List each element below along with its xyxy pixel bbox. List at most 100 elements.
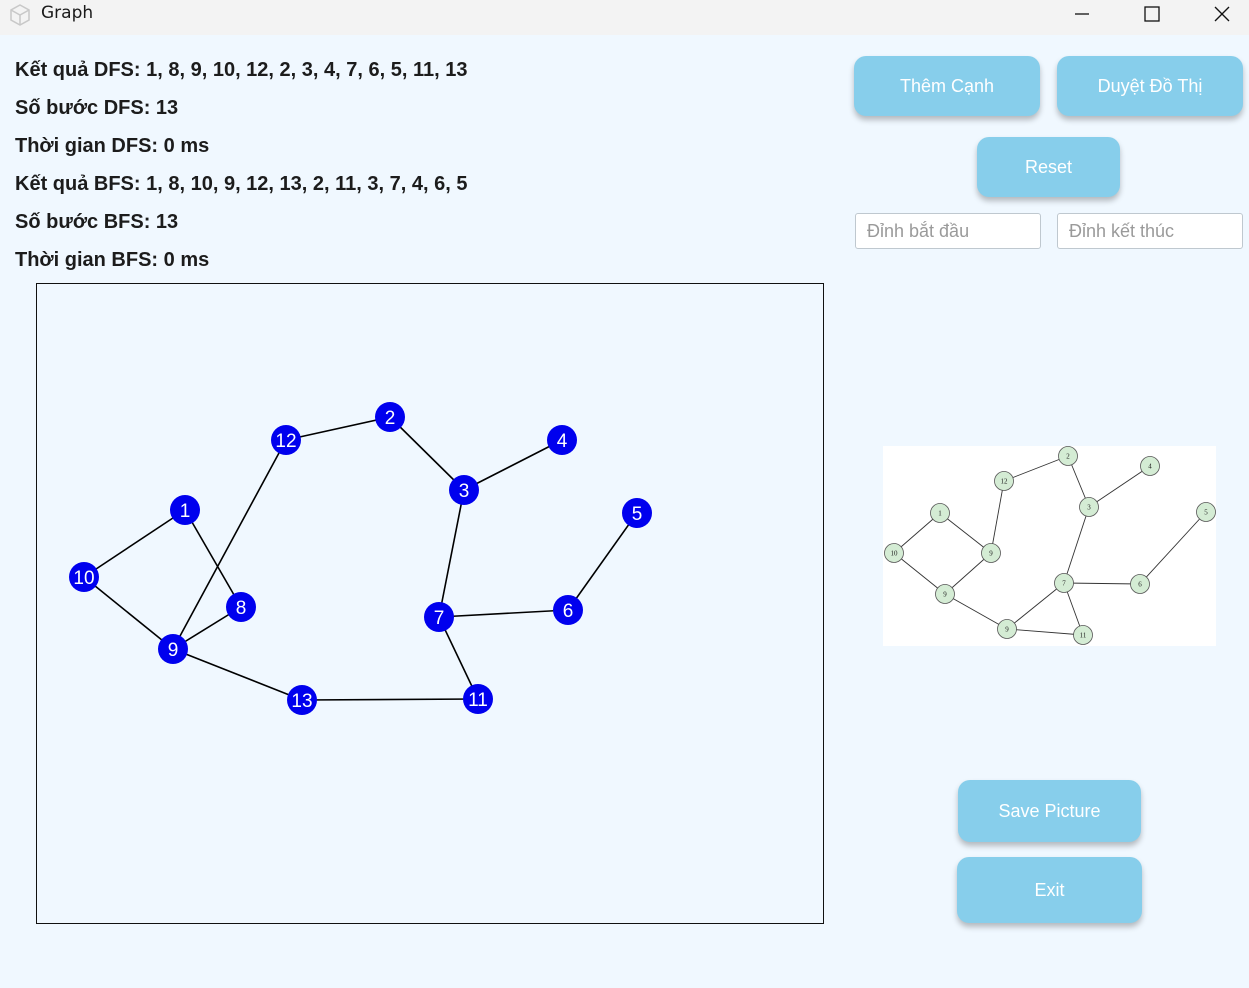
graph-node[interactable] — [553, 595, 583, 625]
graph-node-label: 1 — [180, 501, 191, 522]
graph-edge — [438, 489, 465, 618]
preview-edge — [893, 552, 946, 595]
bfs-result-label: Kết quả BFS: 1, 8, 10, 9, 12, 13, 2, 11,… — [15, 173, 468, 195]
preview-edge — [939, 512, 992, 554]
preview-node-label: 11 — [1080, 632, 1087, 640]
graph-node-label: 6 — [563, 601, 574, 622]
graph-edge — [438, 616, 479, 700]
graph-edge — [285, 416, 391, 441]
graph-node-label: 2 — [385, 408, 396, 429]
minimize-button[interactable] — [1046, 0, 1116, 30]
exit-button[interactable]: Exit — [957, 857, 1142, 923]
preview-node — [1130, 574, 1150, 594]
save-picture-button[interactable]: Save Picture — [958, 780, 1141, 842]
title-bar: Graph — [0, 0, 1249, 35]
preview-node-label: 12 — [1001, 478, 1009, 486]
traverse-graph-button[interactable]: Duyệt Đồ Thị — [1057, 56, 1243, 116]
close-button[interactable] — [1186, 0, 1249, 30]
preview-node-label: 10 — [891, 550, 899, 558]
graph-edge — [172, 648, 303, 701]
graph-node[interactable] — [424, 602, 454, 632]
preview-edge — [1006, 628, 1084, 636]
graph-edge — [301, 698, 479, 701]
close-icon — [1214, 6, 1230, 22]
graph-node[interactable] — [547, 425, 577, 455]
preview-node-label: 5 — [1204, 509, 1208, 517]
preview-node-label: 9 — [1005, 626, 1009, 634]
graph-node-label: 10 — [73, 568, 94, 589]
dfs-steps-label: Số bước DFS: 13 — [15, 97, 179, 119]
graph-edge — [567, 512, 638, 611]
graph-edge — [83, 576, 174, 650]
graph-node-label: 3 — [459, 481, 470, 502]
preview-node-label: 9 — [943, 591, 947, 599]
preview-edge — [944, 593, 1008, 630]
preview-node-label: 7 — [1062, 580, 1066, 588]
dfs-result-label: Kết quả DFS: 1, 8, 9, 10, 12, 2, 3, 4, 7… — [15, 59, 468, 81]
preview-edge — [944, 552, 992, 595]
graph-edge — [184, 509, 242, 608]
graph-node-label: 12 — [275, 431, 296, 452]
app-icon — [10, 4, 30, 26]
graph-node-label: 13 — [291, 691, 312, 712]
graph-node[interactable] — [449, 475, 479, 505]
preview-node — [930, 503, 950, 523]
graph-node[interactable] — [622, 498, 652, 528]
graph-node[interactable] — [158, 634, 188, 664]
window-title: Graph — [41, 3, 94, 23]
preview-node — [997, 619, 1017, 639]
preview-edge — [1006, 582, 1065, 630]
preview-edge — [1063, 506, 1090, 584]
graph-node-label: 5 — [632, 504, 643, 525]
graph-edge — [172, 439, 287, 650]
graph-edge — [463, 439, 563, 491]
graph-node[interactable] — [271, 425, 301, 455]
preview-node-label: 6 — [1138, 581, 1142, 589]
preview-node — [1058, 446, 1078, 466]
graph-node[interactable] — [69, 562, 99, 592]
preview-edge — [1088, 465, 1151, 508]
preview-node-label: 1 — [938, 510, 942, 518]
preview-edge — [1003, 455, 1069, 482]
graph-node[interactable] — [226, 592, 256, 622]
maximize-icon — [1144, 6, 1160, 22]
graph-node-label: 9 — [168, 640, 179, 661]
graph-node-label: 4 — [557, 431, 568, 452]
preview-node — [981, 543, 1001, 563]
graph-edge — [438, 609, 569, 618]
end-vertex-input[interactable] — [1057, 213, 1243, 249]
preview-node-label: 2 — [1066, 453, 1070, 461]
preview-node — [1140, 456, 1160, 476]
graph-node-label: 7 — [434, 608, 445, 629]
preview-node — [1196, 502, 1216, 522]
preview-node — [1079, 497, 1099, 517]
reset-button[interactable]: Reset — [977, 137, 1120, 197]
graph-edge — [389, 416, 465, 491]
maximize-button[interactable] — [1116, 0, 1186, 30]
graph-node[interactable] — [170, 495, 200, 525]
graph-edge — [83, 509, 186, 578]
add-edge-button[interactable]: Thêm Cạnh — [854, 56, 1040, 116]
bfs-steps-label: Số bước BFS: 13 — [15, 211, 179, 233]
dfs-time-label: Thời gian DFS: 0 ms — [15, 135, 210, 157]
graph-node[interactable] — [375, 402, 405, 432]
graph-node[interactable] — [287, 685, 317, 715]
preview-node-label: 3 — [1087, 504, 1091, 512]
preview-node-label: 4 — [1148, 463, 1152, 471]
preview-edge — [1139, 511, 1207, 585]
preview-node — [884, 543, 904, 563]
start-vertex-input[interactable] — [855, 213, 1041, 249]
preview-node — [935, 584, 955, 604]
preview-node-label: 9 — [989, 550, 993, 558]
bfs-time-label: Thời gian BFS: 0 ms — [15, 249, 210, 271]
graph-node-label: 8 — [236, 598, 247, 619]
graph-node[interactable] — [463, 684, 493, 714]
preview-edge — [893, 512, 941, 554]
graph-node-label: 11 — [468, 690, 488, 711]
preview-node — [994, 471, 1014, 491]
preview-node — [1073, 625, 1093, 645]
